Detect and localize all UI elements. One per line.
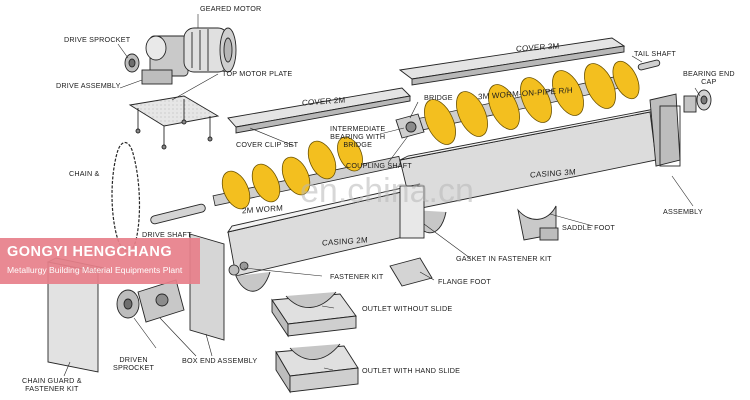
- watermark: en.china.cn: [300, 172, 474, 210]
- tail-shaft: [637, 59, 661, 71]
- geared-motor: [141, 27, 237, 85]
- leader-lines: [63, 14, 701, 377]
- label-drive-sprocket: DRIVE SPROCKET: [64, 35, 131, 44]
- outlet-with-hand-slide: [275, 343, 359, 394]
- label-chain-guard: CHAIN GUARD & FASTENER KIT: [22, 377, 82, 393]
- label-top-motor-plate: TOP MOTOR PLATE: [222, 69, 293, 78]
- intermediate-bearing: [395, 113, 425, 139]
- cover-2m: [227, 87, 411, 134]
- label-bearing-end-cap-line1: BEARING END: [683, 69, 735, 78]
- brand-banner: GONGYI HENGCHANG Metallurgy Building Mat…: [0, 238, 200, 284]
- chain-loop: [111, 141, 141, 252]
- label-saddle-foot: SADDLE FOOT: [562, 223, 615, 232]
- label-driven-sprocket: DRIVEN SPROCKET: [113, 356, 154, 372]
- outlet-without-slide: [271, 291, 357, 338]
- worm-3m-flights: [418, 60, 640, 145]
- label-assembly: ASSEMBLY: [663, 207, 703, 216]
- label-intermediate-bearing-line3: BRIDGE: [343, 139, 373, 149]
- label-driven-sprocket-line1: DRIVEN: [119, 355, 148, 364]
- label-coupling-shaft: COUPLING SHAFT: [346, 161, 412, 170]
- label-bearing-end-cap: BEARING END CAP: [683, 70, 735, 86]
- driven-sprocket: [116, 289, 140, 319]
- brand-tagline: Metallurgy Building Material Equipments …: [7, 265, 183, 275]
- label-chain-guard-line2: FASTENER KIT: [25, 383, 79, 393]
- saddle-foot: [517, 205, 559, 241]
- label-tail-shaft: TAIL SHAFT: [634, 49, 676, 58]
- label-flange-foot: FLANGE FOOT: [438, 277, 491, 286]
- label-bridge: BRIDGE: [424, 93, 453, 102]
- label-driven-sprocket-line2: SPROCKET: [113, 362, 155, 372]
- label-drive-shaft: DRIVE SHAFT: [142, 230, 192, 239]
- label-intermediate-bearing-line2: BEARING WITH: [330, 131, 386, 141]
- casing-2m: [226, 183, 425, 292]
- brand-name: GONGYI HENGCHANG: [7, 244, 173, 260]
- label-gasket: GASKET IN FASTENER KIT: [456, 254, 552, 263]
- label-outlet-with-hand-slide: OUTLET WITH HAND SLIDE: [362, 366, 461, 375]
- flange-foot: [389, 257, 433, 287]
- label-chain-guard-line1: CHAIN GUARD &: [22, 376, 82, 385]
- drive-sprocket: [124, 53, 140, 73]
- label-fastener-kit: FASTENER KIT: [330, 272, 384, 281]
- cover-3m: [398, 37, 626, 86]
- label-chain: CHAIN &: [69, 169, 100, 178]
- top-motor-plate: [128, 95, 220, 150]
- label-bearing-end-cap-line2: CAP: [701, 76, 717, 86]
- drive-shaft: [150, 203, 206, 225]
- worm-2m-flights: [212, 136, 402, 210]
- label-intermediate-bearing: INTERMEDIATE BEARING WITH BRIDGE: [330, 125, 385, 149]
- label-outlet-without-slide: OUTLET WITHOUT SLIDE: [362, 304, 453, 313]
- label-intermediate-bearing-line1: INTERMEDIATE: [330, 124, 386, 133]
- label-geared-motor: GEARED MOTOR: [200, 4, 262, 13]
- label-cover-clip-set: COVER CLIP SET: [236, 140, 299, 149]
- label-box-end-assembly: BOX END ASSEMBLY: [182, 356, 258, 365]
- bearing-end-cap: [683, 89, 712, 113]
- label-drive-assembly: DRIVE ASSEMBLY: [56, 81, 121, 90]
